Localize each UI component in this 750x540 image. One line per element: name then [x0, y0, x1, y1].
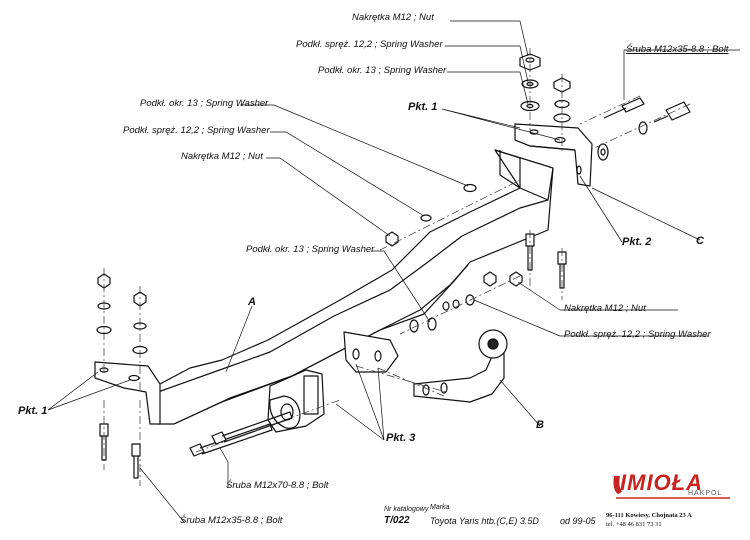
left-vertical-stacks — [96, 273, 148, 479]
leader-right-bolt — [623, 49, 740, 100]
leader-top-flat — [447, 71, 529, 105]
left-bracket — [94, 361, 161, 425]
label-top-flat-washer: Podkł. okr. 13 ; Spring Washer — [318, 65, 447, 76]
leader-mid-spring — [473, 299, 708, 337]
leader-top-nut — [450, 20, 529, 57]
label-top-nut: Nakrętka M12 ; Nut — [352, 12, 434, 23]
ball-neck-b — [413, 329, 508, 403]
center-bracket — [343, 331, 399, 373]
long-bolts — [189, 411, 293, 457]
logo-sub: HAKPOL — [688, 490, 723, 497]
brand-value: Toyota Yaris htb.(C,E) 3.5D — [430, 516, 539, 526]
label-bolt-70: Śruba M12x70-8.8 ; Bolt — [226, 480, 329, 491]
label-right-bolt: Śruba M12x35-8.8 ; Bolt — [626, 44, 729, 55]
leader-mid-nut — [517, 281, 678, 311]
brand-label: Marka — [430, 504, 450, 511]
label-b: B — [536, 419, 544, 431]
leader-pkt1-top — [441, 108, 561, 141]
label-mid-flat-washer: Podkł. okr. 13 ; Spring Washer — [246, 244, 375, 255]
leader-top-spring — [445, 45, 529, 83]
catalog-value: T/022 — [384, 515, 410, 526]
label-a: A — [248, 296, 256, 308]
label-pkt2: Pkt. 2 — [622, 236, 652, 248]
middle-hardware-stack — [409, 271, 523, 333]
label-left-spring-washer: Podkł. spręż. 12,2 ; Spring Washer — [123, 125, 270, 136]
label-c: C — [696, 235, 704, 247]
leader-pkt3 — [335, 363, 385, 441]
label-pkt3: Pkt. 3 — [386, 432, 416, 444]
label-bottom-bolt: Śruba M12x35-8.8 ; Bolt — [180, 515, 283, 526]
leader-pkt1-left — [47, 371, 131, 411]
catalog-label: Nr katalogowy — [384, 506, 429, 513]
label-left-nut: Nakrętka M12 ; Nut — [181, 151, 263, 162]
leader-c — [591, 187, 701, 241]
vertical-bolts-right — [525, 233, 567, 289]
logo-address: 96-111 Kowiesy, Chojnata 23 A — [606, 512, 692, 519]
label-left-flat-washer: Podkł. okr. 13 ; Spring Washer — [140, 98, 269, 109]
logo-phone: tel. +48 46 831 73 31 — [606, 521, 662, 528]
leader-left-spring — [270, 131, 425, 217]
model-years: od 99-05 — [560, 516, 596, 526]
leader-left-nut — [266, 157, 391, 237]
logo-name: IMIOŁA — [620, 470, 703, 495]
leader-left-flat — [240, 104, 469, 187]
label-pkt1-left: Pkt. 1 — [18, 405, 48, 417]
leader-pkt2 — [579, 175, 623, 243]
leader-b — [499, 379, 541, 427]
right-bolts — [597, 97, 691, 161]
right-bracket — [514, 123, 593, 187]
leader-bolt70 — [219, 447, 229, 488]
leader-a — [225, 305, 253, 373]
label-mid-nut: Nakrętka M12 ; Nut — [564, 303, 646, 314]
hakpol-logo-icon — [613, 476, 730, 499]
label-pkt1-top: Pkt. 1 — [408, 101, 438, 113]
label-mid-spring-washer: Podkł. spręż. 12,2 ; Spring Washer — [564, 329, 711, 340]
leader-mid-flat — [372, 250, 431, 323]
label-top-spring-washer: Podkł. spręż. 12,2 ; Spring Washer — [296, 39, 443, 50]
socket-plate — [267, 369, 325, 433]
top-hardware-stack — [519, 53, 571, 123]
leader-bottom-bolt — [139, 467, 185, 523]
